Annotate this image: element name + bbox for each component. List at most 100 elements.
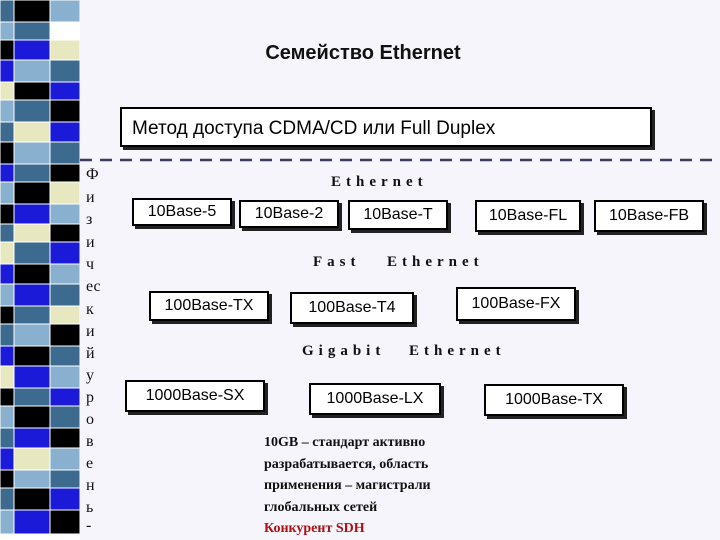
mosaic-tile (0, 82, 14, 100)
note-line: применения – магистрали (264, 475, 524, 497)
vertical-char: н (86, 477, 104, 495)
mosaic-tile (50, 470, 80, 488)
mosaic-tile (0, 0, 14, 22)
mosaic-tile (50, 448, 80, 470)
mosaic-tile (0, 204, 14, 224)
standard-10base-fl: 10Base-FL (475, 200, 581, 232)
mosaic-tile (14, 306, 50, 324)
mosaic-tile (0, 346, 14, 366)
mosaic-tile (14, 488, 50, 510)
mosaic-tile (0, 40, 14, 60)
mosaic-tile (50, 428, 80, 448)
gigabit-ethernet-heading-word2: Ethernet (409, 343, 506, 360)
mosaic-tile (14, 264, 50, 284)
mosaic-tile (0, 406, 14, 428)
vertical-char: Ф (86, 166, 104, 184)
mosaic-tile (14, 82, 50, 100)
mosaic-tile (14, 40, 50, 60)
mosaic-tile (0, 100, 14, 122)
mosaic-tile (14, 242, 50, 264)
mosaic-tile (50, 406, 80, 428)
mosaic-tile (14, 22, 50, 40)
mosaic-tile (14, 204, 50, 224)
mosaic-tile (0, 388, 14, 406)
mosaic-tile (50, 346, 80, 366)
standard-1000base-lx: 1000Base-LX (309, 383, 441, 415)
ten-gigabit-note: 10GB – стандарт активно разрабатывается,… (264, 432, 524, 540)
note-line: 10GB – стандарт активно (264, 432, 524, 454)
mosaic-tile (14, 122, 50, 142)
standard-10base-2: 10Base-2 (239, 200, 339, 228)
mosaic-tile (50, 242, 80, 264)
mosaic-tile (14, 224, 50, 242)
standard-1000base-tx: 1000Base-TX (484, 384, 624, 416)
fast-ethernet-heading-word2: Ethernet (387, 254, 484, 271)
vertical-char: й (86, 345, 104, 363)
standard-10base-t: 10Base-T (348, 200, 448, 230)
decorative-mosaic (0, 0, 80, 540)
mosaic-tile (14, 324, 50, 346)
vertical-char: к (86, 301, 104, 319)
mosaic-tile (14, 510, 50, 534)
mosaic-tile (0, 284, 14, 306)
mosaic-tile (50, 366, 80, 388)
vertical-char: - (86, 517, 104, 535)
vertical-char: и (86, 323, 104, 341)
vertical-char: о (86, 411, 104, 429)
mosaic-tile (0, 264, 14, 284)
mosaic-tile (14, 60, 50, 82)
mosaic-tile (14, 406, 50, 428)
mosaic-tile (0, 142, 14, 164)
mosaic-tile (50, 284, 80, 306)
mosaic-tile (14, 388, 50, 406)
mosaic-tile (14, 428, 50, 448)
mosaic-tile (50, 182, 80, 204)
mosaic-tile (0, 510, 14, 534)
mosaic-tile (0, 448, 14, 470)
mosaic-tile (50, 60, 80, 82)
slide-title: Семейство Ethernet (243, 42, 483, 65)
mosaic-tile (0, 164, 14, 182)
access-method-box: Метод доступа CDMA/CD или Full Duplex (120, 107, 652, 147)
fast-ethernet-heading-word1: Fast (313, 254, 361, 271)
mosaic-tile (50, 488, 80, 510)
mosaic-tile (14, 346, 50, 366)
mosaic-tile (0, 470, 14, 488)
mosaic-tile (14, 284, 50, 306)
mosaic-tile (50, 306, 80, 324)
mosaic-tile (0, 366, 14, 388)
gigabit-ethernet-heading-word1: Gigabit (302, 343, 385, 360)
mosaic-tile (50, 264, 80, 284)
mosaic-tile (0, 242, 14, 264)
note-line: разрабатывается, область (264, 454, 524, 476)
vertical-char: ес (86, 278, 104, 296)
mosaic-tile (0, 224, 14, 242)
mosaic-tile (50, 164, 80, 182)
mosaic-tile (50, 22, 80, 40)
mosaic-tile (0, 306, 14, 324)
mosaic-tile (50, 122, 80, 142)
vertical-char: и (86, 234, 104, 252)
mosaic-tile (50, 324, 80, 346)
standard-100base-fx: 100Base-FX (456, 287, 576, 321)
vertical-char: з (86, 211, 104, 229)
mosaic-tile (0, 60, 14, 82)
mosaic-tile (0, 488, 14, 510)
mosaic-tile (14, 366, 50, 388)
mosaic-tile (14, 0, 50, 22)
mosaic-tile (14, 470, 50, 488)
standard-10base-5: 10Base-5 (132, 198, 232, 226)
mosaic-tile (50, 224, 80, 242)
mosaic-tile (0, 324, 14, 346)
mosaic-tile (0, 182, 14, 204)
mosaic-tile (50, 82, 80, 100)
standard-1000base-sx: 1000Base-SX (125, 380, 265, 412)
mosaic-tile (50, 100, 80, 122)
note-competitor-line: Конкурент SDH (264, 518, 524, 540)
mosaic-tile (0, 428, 14, 448)
mosaic-tile (14, 100, 50, 122)
vertical-char: и (86, 189, 104, 207)
vertical-char: ь (86, 499, 104, 517)
vertical-char: у (86, 367, 104, 385)
ethernet-heading: Ethernet (331, 174, 428, 191)
